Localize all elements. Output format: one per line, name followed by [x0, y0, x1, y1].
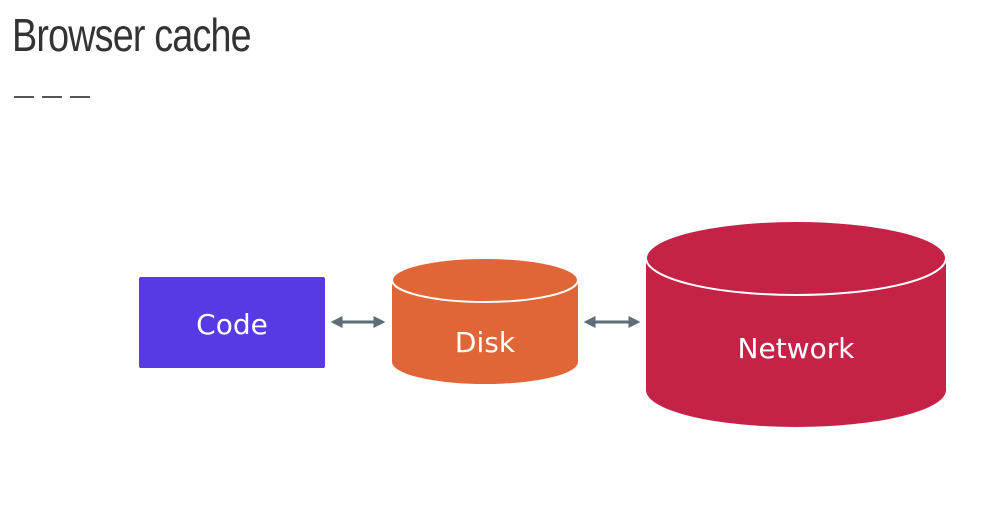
- network-cylinder-body: [646, 258, 946, 427]
- disk-label: Disk: [455, 326, 516, 359]
- disk-cylinder-body: [392, 280, 578, 384]
- code-node: Code: [139, 277, 325, 368]
- code-label: Code: [196, 308, 268, 341]
- disk-cylinder-top: [391, 257, 579, 303]
- title-underline: [14, 96, 90, 98]
- slide-title: Browser cache: [12, 9, 252, 61]
- network-cylinder-top: [645, 220, 947, 296]
- disk-node: Disk: [391, 257, 579, 384]
- network-label: Network: [738, 332, 856, 365]
- network-node: Network: [645, 220, 947, 427]
- code-box: [139, 277, 325, 368]
